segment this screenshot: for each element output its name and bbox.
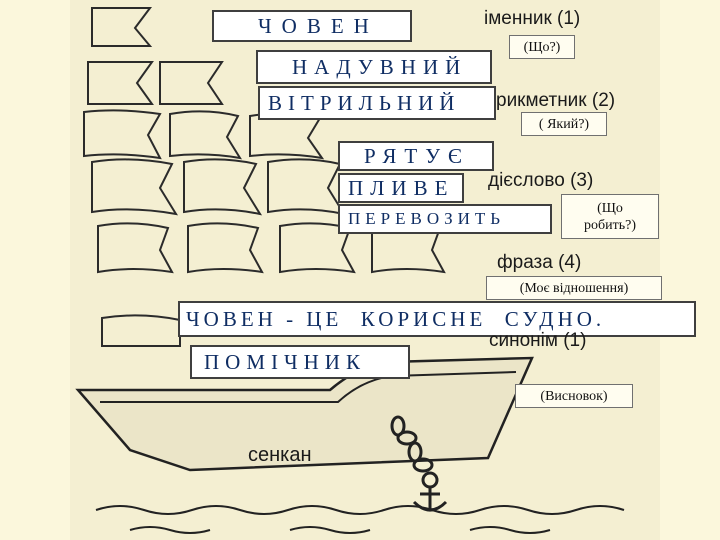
sail-row3-2 xyxy=(183,158,263,216)
flag-sail xyxy=(91,7,153,47)
label-noun: іменник (1) xyxy=(484,8,581,29)
sail-row2-1 xyxy=(83,109,162,160)
question-what-does-line2: робить?) xyxy=(584,217,636,233)
sail-row2-2 xyxy=(169,110,243,160)
water-waves xyxy=(95,505,625,534)
word-transports: ПЕРЕВОЗИТЬ xyxy=(338,204,552,234)
word-inflatable: НАДУВНИЙ xyxy=(256,50,492,84)
label-adjective: рикметник (2) xyxy=(496,90,616,111)
sail-row4-3 xyxy=(279,222,356,274)
sail-row4-2 xyxy=(187,222,264,274)
question-what-does-line1: (Що xyxy=(597,200,623,216)
question-what: (Що?) xyxy=(509,35,575,59)
sail-row3-1 xyxy=(91,158,179,216)
question-my-attitude: (Моє відношення) xyxy=(486,276,662,300)
label-phrase: фраза (4) xyxy=(497,252,582,273)
label-cinquain: сенкан xyxy=(248,444,312,466)
label-verb: дієслово (3) xyxy=(488,170,594,191)
sail-row1-1 xyxy=(87,61,154,105)
word-sailing: ВІТРИЛЬНИЙ xyxy=(258,86,496,120)
question-which: ( Який?) xyxy=(521,112,607,136)
word-boat: ЧОВЕН xyxy=(212,10,412,42)
word-sails: ПЛИВЕ xyxy=(338,173,464,203)
sail-row1-2 xyxy=(159,61,224,105)
word-rescues: РЯТУЄ xyxy=(338,141,494,171)
sail-row3-3 xyxy=(267,158,347,216)
question-what-does: (Що робить?) xyxy=(561,194,659,239)
sail-row4-1 xyxy=(97,222,174,274)
phrase-boat-useful: ЧОВЕН - ЦЕ КОРИСНЕ СУДНО. xyxy=(178,301,696,337)
question-conclusion: (Висновок) xyxy=(515,384,633,408)
sail-row5-1 xyxy=(101,314,181,347)
label-synonym: синонім (1) xyxy=(489,330,587,351)
anchor-chain xyxy=(390,415,434,473)
word-helper: ПОМІЧНИК xyxy=(190,345,410,379)
